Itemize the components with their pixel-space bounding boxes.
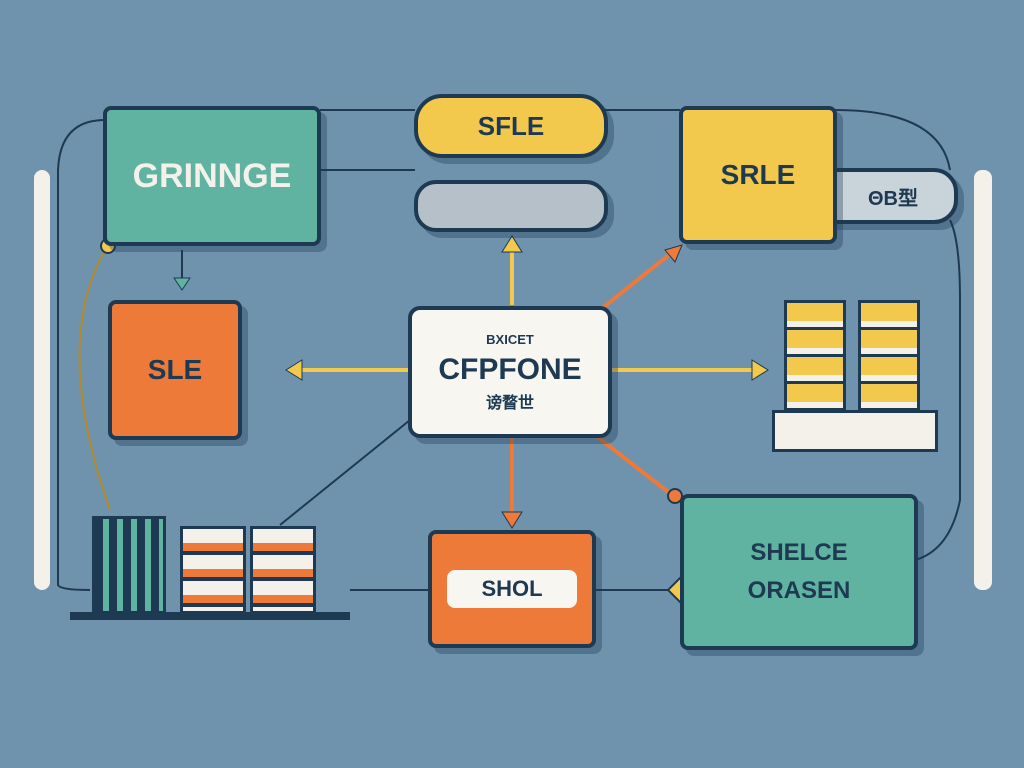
bottom-right-line1: SHELCE	[750, 539, 848, 566]
grey-pill[interactable]	[414, 180, 608, 232]
top-right-box-label: SRLE	[720, 159, 796, 190]
top-left-box-label: GRINNGE	[132, 156, 292, 195]
server-rack-icon	[772, 300, 938, 456]
top-left-box[interactable]: GRINNGE	[103, 106, 321, 246]
bottom-right-box[interactable]: SHELCE ORASEN	[680, 494, 918, 650]
bottom-pill[interactable]: SHOL	[447, 570, 577, 608]
center-subtitle: 谤瞀世	[485, 394, 534, 412]
center-title: CFPFONE	[438, 352, 582, 386]
left-rail	[34, 170, 50, 590]
side-tab-label: ΘB型	[868, 187, 918, 210]
center-small-label: BXICET	[486, 331, 534, 347]
top-right-box[interactable]: SRLE	[679, 106, 837, 244]
right-rail	[974, 170, 992, 590]
left-box[interactable]: SLE	[108, 300, 242, 440]
top-pill[interactable]: SFLE	[414, 94, 608, 158]
left-box-label: SLE	[147, 354, 203, 385]
center-box[interactable]: BXICET CFPFONE 谤瞀世	[408, 306, 612, 438]
bottom-box-label: SHOL	[481, 576, 543, 601]
top-pill-label: SFLE	[477, 110, 545, 141]
bottom-box[interactable]: SHOL	[428, 530, 596, 648]
bottom-right-line2: ORASEN	[747, 577, 851, 604]
side-tab[interactable]: ΘB型	[828, 168, 958, 224]
building-icon	[70, 516, 350, 626]
